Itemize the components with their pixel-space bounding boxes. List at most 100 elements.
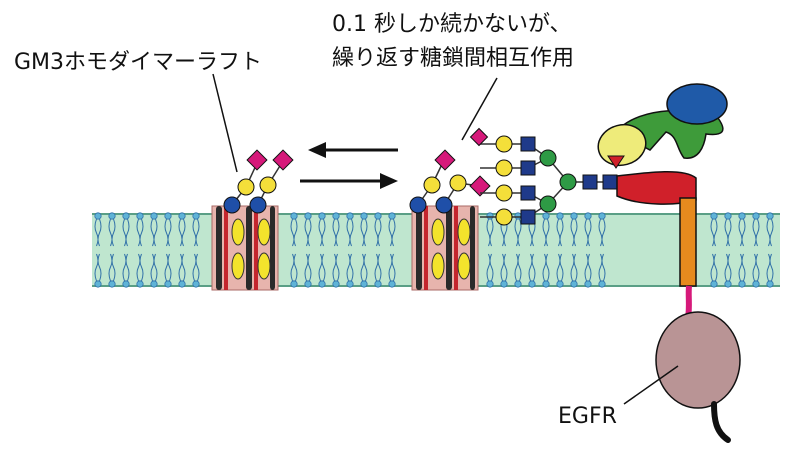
glucose-icon: [223, 196, 241, 214]
lipid-tail: [332, 253, 340, 282]
lipid-head: [178, 280, 186, 288]
egfr-label: EGFR: [558, 404, 617, 429]
lipid-head: [332, 280, 340, 288]
lipid-tail: [290, 253, 298, 282]
lipid-head: [752, 212, 760, 220]
glcnac-icon: [520, 185, 536, 201]
raft-protein-ellipse: [257, 252, 271, 280]
lipid-head: [318, 212, 326, 220]
lipid-head: [136, 280, 144, 288]
lipid-tail: [514, 253, 522, 282]
galactose-icon: [495, 135, 513, 153]
glucose-icon: [435, 196, 453, 214]
lipid-tail: [94, 253, 102, 282]
gm3-glycans-right: [409, 149, 491, 214]
lipid-tail: [570, 253, 578, 282]
lipid-head: [360, 280, 368, 288]
lipid-head: [150, 212, 158, 220]
lipid-tail: [584, 253, 592, 282]
lipid-head: [374, 212, 382, 220]
lipid-head: [528, 280, 536, 288]
lipid-head: [514, 280, 522, 288]
lipid-head: [108, 212, 116, 220]
lipid-head: [318, 280, 326, 288]
lipid-tail: [542, 218, 550, 247]
mannose-icon: [539, 195, 557, 213]
lipid-tail: [556, 253, 564, 282]
lipid-head: [584, 280, 592, 288]
lipid-head: [542, 280, 550, 288]
lipid-head: [738, 280, 746, 288]
lipid-head: [150, 280, 158, 288]
lipid-tail: [738, 218, 746, 247]
lipid-head: [766, 280, 774, 288]
lipid-tail: [108, 253, 116, 282]
galactose-icon: [495, 184, 513, 202]
galactose-icon: [237, 178, 255, 196]
lipid-head: [556, 280, 564, 288]
lipid-tail: [542, 253, 550, 282]
lipid-tail: [136, 218, 144, 247]
lipid-tail: [192, 253, 200, 282]
interaction-label-pointer: [461, 77, 498, 141]
lipid-head: [94, 280, 102, 288]
lipid-head: [304, 212, 312, 220]
helix-bar: [454, 206, 458, 290]
lipid-head: [598, 280, 606, 288]
lipid-tail: [346, 218, 354, 247]
lipid-tail: [738, 253, 746, 282]
lipid-head: [500, 280, 508, 288]
lipid-head: [738, 212, 746, 220]
gm3-raft-right: [409, 149, 491, 291]
glcnac-icon: [582, 174, 598, 190]
helix-bar: [246, 206, 252, 290]
equilibrium-arrows-icon: [300, 142, 398, 189]
lipid-tail: [570, 218, 578, 247]
raft-protein-ellipse: [431, 218, 445, 246]
lipid-tail: [752, 218, 760, 247]
lipid-head: [724, 280, 732, 288]
mannose-icon: [539, 149, 557, 167]
lipid-head: [108, 280, 116, 288]
lipid-tail: [374, 253, 382, 282]
lipid-head: [94, 212, 102, 220]
lipid-tail: [94, 218, 102, 247]
lipid-head: [192, 212, 200, 220]
lipid-tail: [556, 218, 564, 247]
lipid-head: [570, 280, 578, 288]
sialic-acid-icon: [469, 127, 489, 147]
sialic-acid-icon: [434, 149, 456, 171]
raft-protein-ellipse: [257, 218, 271, 246]
egfr-n-glycan: [469, 127, 620, 226]
lipid-tail: [724, 253, 732, 282]
lipid-head: [122, 280, 130, 288]
lipid-head: [136, 212, 144, 220]
lipid-tail: [304, 253, 312, 282]
egfr-icon: [597, 83, 741, 443]
lipid-tail: [164, 218, 172, 247]
lipid-tail: [598, 253, 606, 282]
lipid-tail: [164, 253, 172, 282]
lipid-head: [388, 212, 396, 220]
lipid-head: [178, 212, 186, 220]
lipid-head: [360, 212, 368, 220]
helix-bar: [254, 206, 258, 290]
lipid-head: [164, 280, 172, 288]
sialic-acid-icon: [246, 149, 268, 171]
lipid-tail: [486, 253, 494, 282]
galactose-icon: [449, 174, 467, 192]
lipid-head: [164, 212, 172, 220]
egfr-transmembrane: [679, 197, 697, 287]
lipid-tail: [108, 218, 116, 247]
lipid-tail: [500, 253, 508, 282]
lipid-tail: [598, 218, 606, 247]
lipid-head: [710, 280, 718, 288]
lipid-tail: [710, 253, 718, 282]
helix-bar: [224, 206, 228, 290]
lipid-tail: [150, 218, 158, 247]
egfr-kinase-domain: [655, 311, 741, 409]
lipid-head: [570, 212, 578, 220]
lipid-tail: [192, 218, 200, 247]
